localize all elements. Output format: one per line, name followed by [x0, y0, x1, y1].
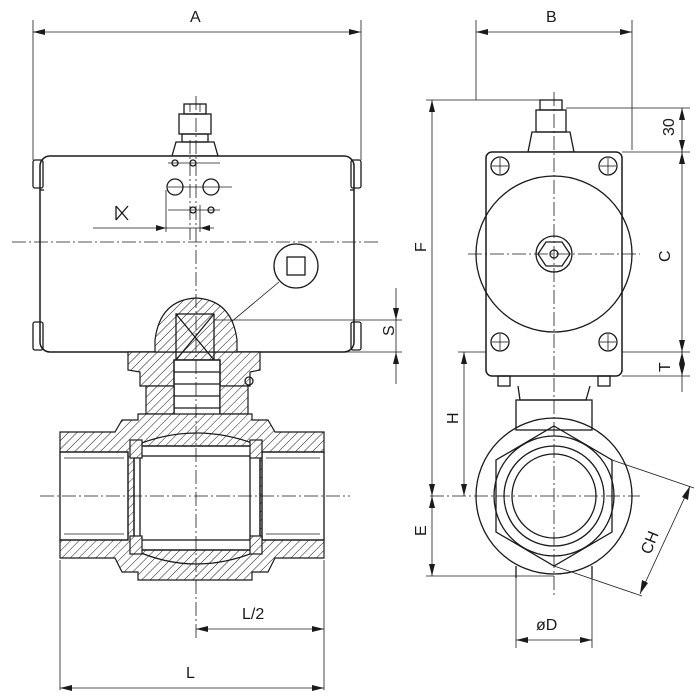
dim-label-l: L	[186, 665, 195, 682]
dimension-l: L	[60, 665, 324, 691]
dim-label-c: C	[657, 250, 674, 262]
dimension-e: E	[413, 496, 435, 576]
dim-label-s: S	[381, 325, 398, 336]
dimension-30: 30	[661, 108, 685, 152]
front-view: A	[12, 9, 402, 691]
dim-label-h: H	[445, 412, 462, 424]
angle-symbol	[93, 205, 214, 231]
side-view: B	[413, 9, 695, 648]
dimension-ch: CH	[553, 459, 695, 597]
dimension-h: H	[445, 352, 467, 496]
dimension-s: S	[214, 288, 402, 384]
valve-stem	[145, 359, 249, 423]
dim-label-30: 30	[661, 118, 678, 136]
dim-label-f: F	[413, 242, 430, 252]
dimension-c: C	[657, 152, 685, 352]
dimension-a: A	[32, 9, 362, 160]
dimension-b: B	[475, 9, 633, 150]
dimension-l-half: L/2	[59, 560, 325, 690]
dimension-f: F	[413, 100, 435, 496]
actuator-shaft-top	[171, 103, 219, 157]
dim-label-b: B	[546, 9, 557, 26]
dim-label-t: T	[657, 362, 674, 372]
dimension-t: T	[657, 340, 685, 392]
namur-mounting-pattern	[165, 140, 232, 240]
dim-label-d: øD	[536, 617, 557, 634]
dim-label-a: A	[190, 9, 201, 26]
dimension-d: øD	[515, 578, 593, 648]
dim-label-l-half: L/2	[242, 606, 264, 623]
dim-label-e: E	[413, 525, 430, 536]
valve-body-section	[59, 413, 325, 581]
